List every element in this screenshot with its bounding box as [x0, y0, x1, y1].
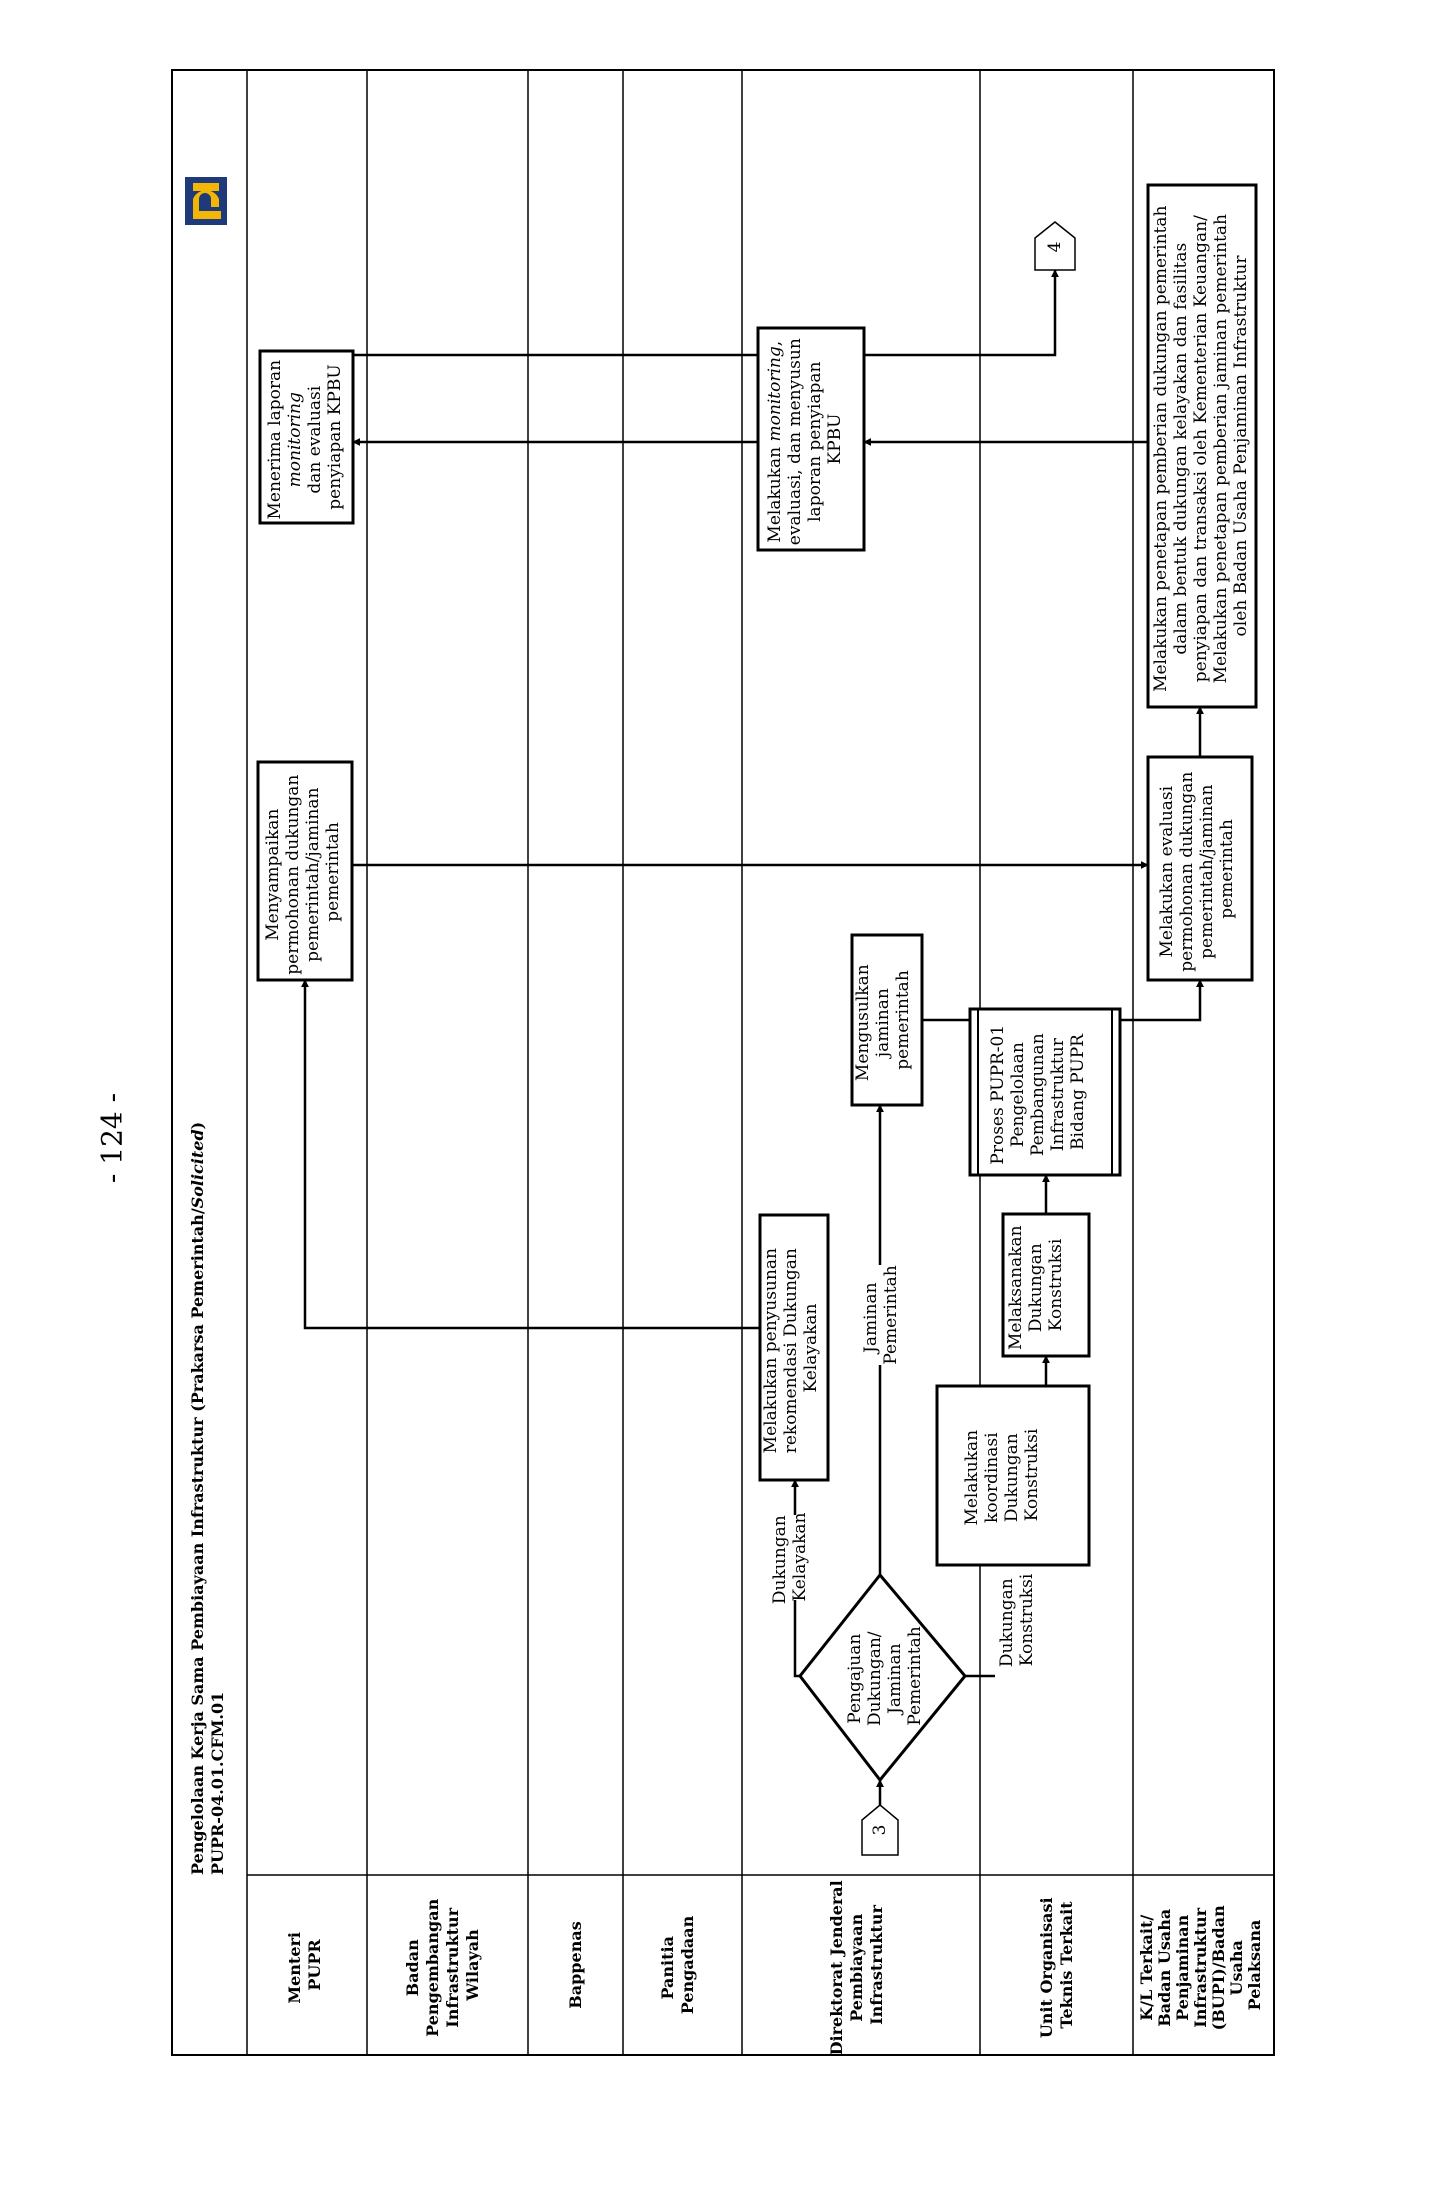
process-menyampaikan: Menyampaikan permohonan dukungan pemerin… [256, 760, 354, 982]
svg-text:3: 3 [870, 1825, 890, 1836]
header-code: PUPR-04.01.CFM.01 [208, 1692, 227, 1875]
lane-label-kl: K/L Terkait/ Badan Usaha Penjaminan Infr… [1137, 1900, 1264, 2031]
edge-label-dukungan-konstruksi: Dukungan Konstruksi [995, 1540, 1043, 1700]
svg-text:Dukungan Konstruksi: Dukungan Konstruksi [997, 1573, 1037, 1667]
process-koordinasi: Melakukan koordinasi Dukungan Konstruksi [935, 1384, 1091, 1567]
svg-text:Menyampaikan permohona: Menyampaikan permohonan dukungan pemerin… [263, 769, 343, 974]
svg-text:Melakukan penyusunan r: Melakukan penyusunan rekomendasi Dukunga… [761, 1243, 821, 1454]
svg-text:Melakukan koordinasi: Melakukan koordinasi Dukungan Konstruksi [962, 1424, 1042, 1525]
svg-text:Mengusulkan jaminan: Mengusulkan jaminan pemerintah [853, 959, 913, 1081]
process-melaksanakan: Melaksanakan Dukungan Konstruksi [1001, 1212, 1091, 1358]
process-rekomendasi: Melakukan penyusunan rekomendasi Dukunga… [758, 1213, 830, 1482]
connector-4: 4 [1034, 221, 1076, 271]
process-penetapan: Melakukan penetapan pemberian dukungan p… [1146, 183, 1258, 709]
lane-label-menteri: Menteri PUPR [285, 1926, 324, 2003]
lane-label-bappenas: Bappenas [566, 1921, 585, 2008]
svg-text:Melakukan penetapan pemberian: Melakukan penetapan pemberian dukungan p… [1151, 200, 1251, 692]
process-monitoring: Melakukan monitoring, evaluasi, dan meny… [756, 326, 866, 552]
connector-3: 3 [861, 1804, 899, 1856]
process-evaluasi: Melakukan evaluasi permohonan dukungan p… [1146, 755, 1254, 982]
process-menerima: Menerima laporan monitoring dan evaluasi… [258, 349, 355, 525]
pupr-logo-icon [185, 177, 227, 225]
process-mengusulkan: Mengusulkan jaminan pemerintah [850, 933, 924, 1107]
svg-text:Pengelolaan Kerja Sama Pembiay: Pengelolaan Kerja Sama Pembiayaan Infras… [188, 1122, 207, 1875]
svg-text:Menerima laporan monit: Menerima laporan monitoring dan evaluasi… [265, 354, 345, 519]
decision-pengajuan: Pengajuan Dukungan/ Jaminan Pemerintah [798, 1572, 967, 1783]
lane-label-unor: Unit Organisasi Teknis Terkait [1037, 1892, 1076, 2038]
header-title: Pengelolaan Kerja Sama Pembiayaan Infras… [188, 1122, 227, 1875]
svg-text:4: 4 [1045, 242, 1065, 253]
edge-label-jaminan-pemerintah: Jaminan Pemerintah [858, 1265, 906, 1365]
lane-label-bpiw: Badan Pengembangan Infrastruktur Wilayah [403, 1893, 482, 2037]
svg-text:Melakukan monitoring,: Melakukan monitoring, evaluasi, dan meny… [765, 333, 845, 545]
process-pupr-01: Proses PUPR-01 Pengelolaan Pembangunan I… [968, 1007, 1122, 1177]
svg-text:Melaksanakan Dukungan: Melaksanakan Dukungan Konstruksi [1006, 1220, 1066, 1350]
svg-text:Melakukan evaluasi per: Melakukan evaluasi permohonan dukungan p… [1157, 766, 1237, 971]
edge-label-dukungan-kelayakan: Dukungan Kelayakan [765, 1510, 813, 1604]
svg-text:Dukungan Kelayakan: Dukungan Kelayakan [770, 1510, 810, 1604]
svg-text:Pengajuan Dukungan/: Pengajuan Dukungan/ Jaminan Pemerintah [845, 1626, 925, 1726]
svg-text:Proses PUPR-01 Pengelo: Proses PUPR-01 Pengelolaan Pembangunan I… [988, 1019, 1088, 1164]
svg-text:Jaminan Pemerintah: Jaminan Pemerintah [861, 1265, 901, 1364]
lane-boundaries [366, 70, 1134, 2055]
diagram-frame [171, 69, 1275, 2056]
lane-label-panitia: Panitia Pengadaan [658, 1915, 697, 2014]
lane-labels: Menteri PUPR Badan Pengembangan Infrastr… [285, 1875, 1264, 2056]
lane-label-djpi: Direktorat Jenderal Pembiayaan Infrastru… [827, 1875, 886, 2056]
